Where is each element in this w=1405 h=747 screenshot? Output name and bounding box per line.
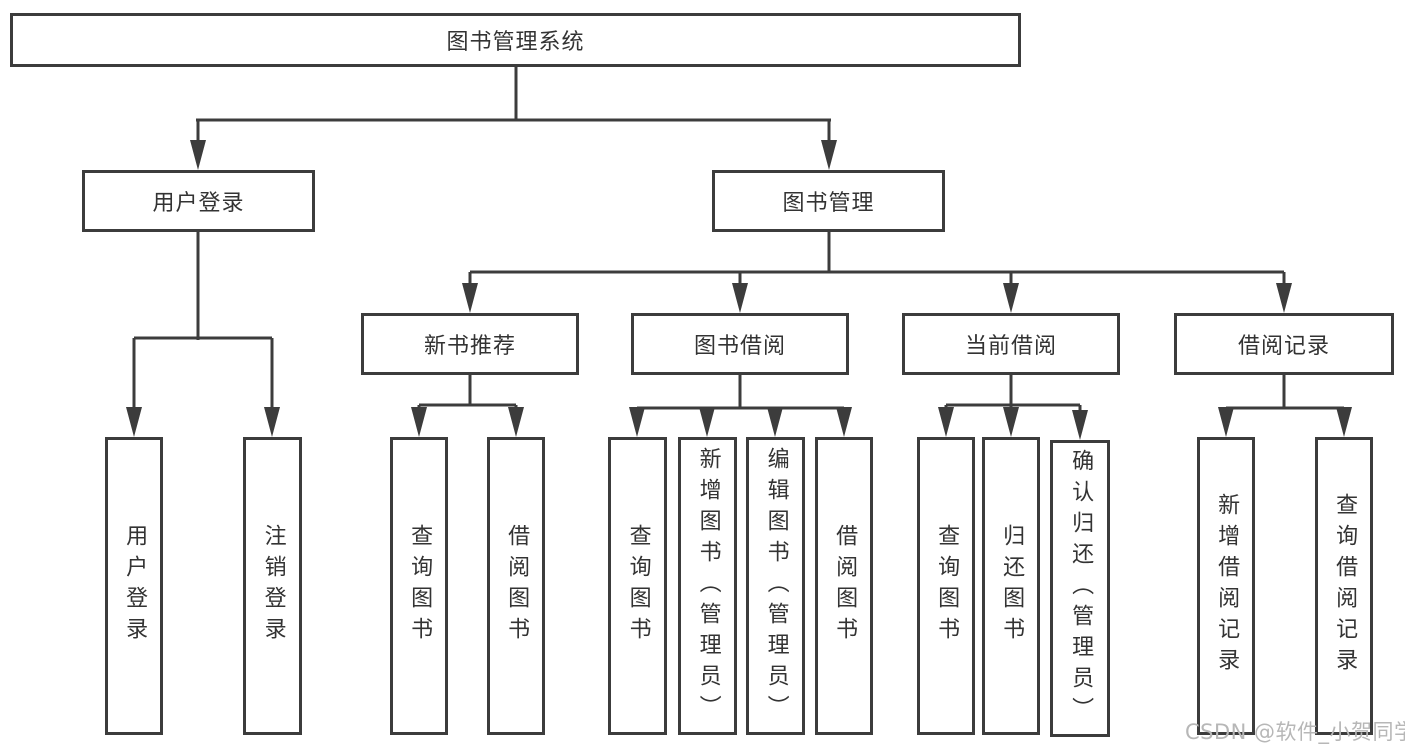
leaf-recommend-borrow-books: 借阅图书 (487, 437, 545, 735)
leaf-logout: 注销登录 (243, 437, 302, 735)
leaf-user-login: 用户登录 (105, 437, 163, 735)
node-user-login: 用户登录 (82, 170, 315, 232)
leaf-records-query-borrow-record: 查询借阅记录 (1315, 437, 1373, 735)
node-book-borrowing: 图书借阅 (631, 313, 849, 375)
node-book-management: 图书管理 (712, 170, 945, 232)
leaf-recommend-query-books: 查询图书 (390, 437, 448, 735)
watermark: CSDN @软件_小贺同学 (1185, 720, 1405, 744)
node-borrowing-records: 借阅记录 (1174, 313, 1394, 375)
leaf-records-add-borrow-record: 新增借阅记录 (1197, 437, 1255, 735)
leaf-borrowing-edit-books-admin: 编辑图书（管理员） (746, 437, 805, 735)
leaf-borrowing-query-books: 查询图书 (608, 437, 667, 735)
leaf-borrowing-add-books-admin: 新增图书（管理员） (678, 437, 737, 735)
node-library-management-system: 图书管理系统 (10, 13, 1021, 67)
node-new-book-recommendation: 新书推荐 (361, 313, 579, 375)
arrowheads (126, 140, 1352, 440)
leaf-current-query-books: 查询图书 (917, 437, 975, 735)
leaf-current-confirm-return-admin: 确认归还（管理员） (1050, 440, 1110, 737)
leaf-borrowing-borrow-books: 借阅图书 (815, 437, 873, 735)
node-current-borrowing: 当前借阅 (902, 313, 1120, 375)
leaf-current-return-books: 归还图书 (982, 437, 1040, 735)
